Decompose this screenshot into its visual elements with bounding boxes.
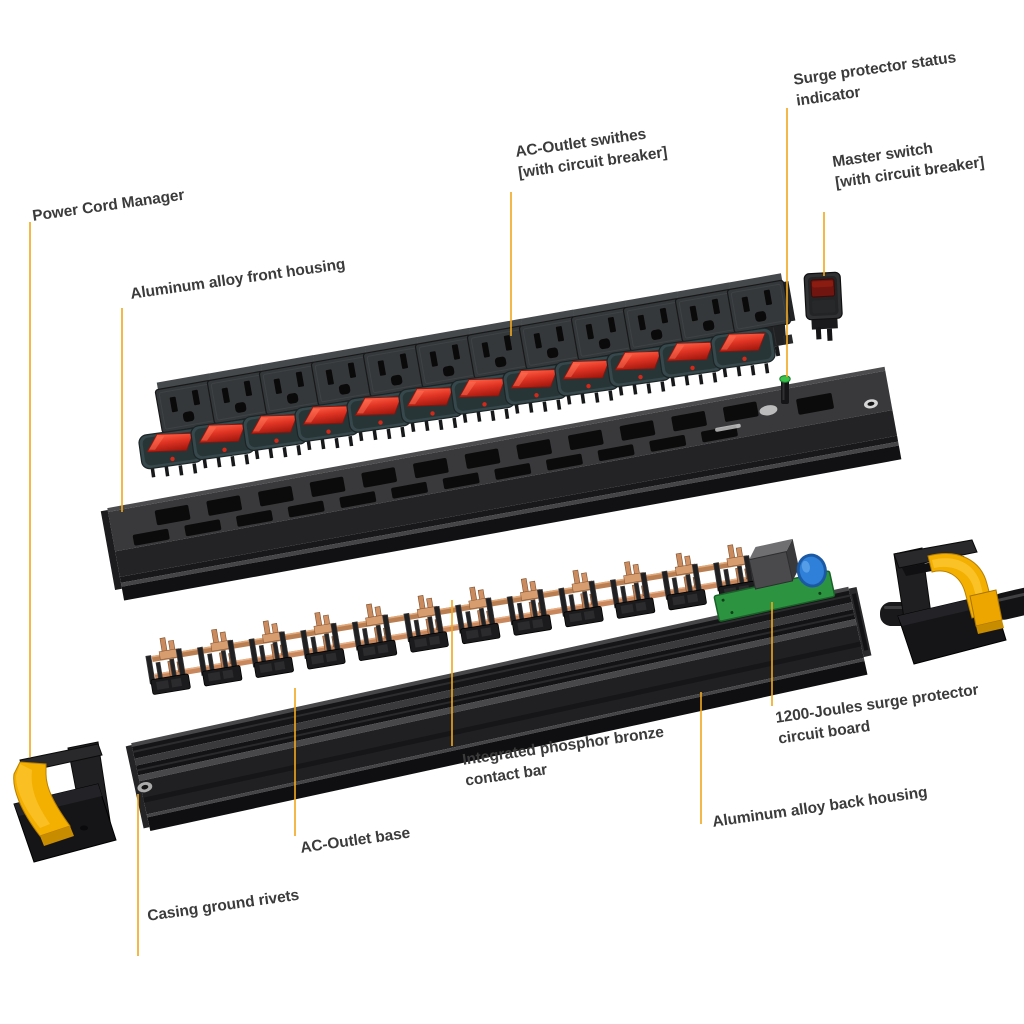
front-housing-switch-hole xyxy=(597,444,635,462)
front-housing-outlet-hole xyxy=(516,439,552,460)
surge-circuit-board xyxy=(713,538,836,622)
front-housing-switch-hole xyxy=(339,491,377,508)
back-housing xyxy=(125,586,872,832)
front-housing-outlet-hole xyxy=(723,401,759,422)
front-housing-switch-hole xyxy=(236,510,273,527)
front-housing-outlet-hole xyxy=(568,429,604,450)
front-housing xyxy=(100,366,902,601)
front-housing-outlet-hole xyxy=(154,504,191,526)
front-housing-outlet-hole xyxy=(464,448,501,469)
led-green-cap xyxy=(779,375,791,383)
front-housing-switch-hole xyxy=(494,463,532,480)
front-housing-outlet-hole xyxy=(671,411,707,432)
cord-manager-left xyxy=(13,741,117,863)
front-housing-switch-hole xyxy=(442,472,480,490)
front-housing-switch-hole xyxy=(184,519,222,537)
master-switch-slot xyxy=(796,393,834,415)
master-switch xyxy=(803,271,843,341)
front-housing-switch-hole xyxy=(391,481,428,499)
front-housing-outlet-hole xyxy=(206,495,242,516)
leader-lines xyxy=(29,108,825,956)
front-housing-switch-hole xyxy=(701,425,738,443)
front-housing-holes xyxy=(132,401,759,546)
surge-status-led xyxy=(779,375,791,404)
front-housing-outlet-hole xyxy=(309,476,346,497)
front-housing-switch-hole xyxy=(649,435,687,452)
front-housing-outlet-hole xyxy=(413,457,449,479)
front-housing-switch-hole xyxy=(132,528,170,546)
printed-text-mark xyxy=(715,423,741,432)
front-housing-outlet-hole xyxy=(361,467,397,488)
front-housing-outlet-hole xyxy=(258,486,294,507)
power-cord xyxy=(990,585,1024,620)
front-housing-switch-hole xyxy=(546,453,583,471)
front-housing-switch-hole xyxy=(287,500,325,518)
front-housing-outlet-hole xyxy=(619,420,656,441)
brand-logo xyxy=(759,405,778,416)
mov-block xyxy=(748,538,800,590)
cord-manager-right xyxy=(880,539,1024,665)
